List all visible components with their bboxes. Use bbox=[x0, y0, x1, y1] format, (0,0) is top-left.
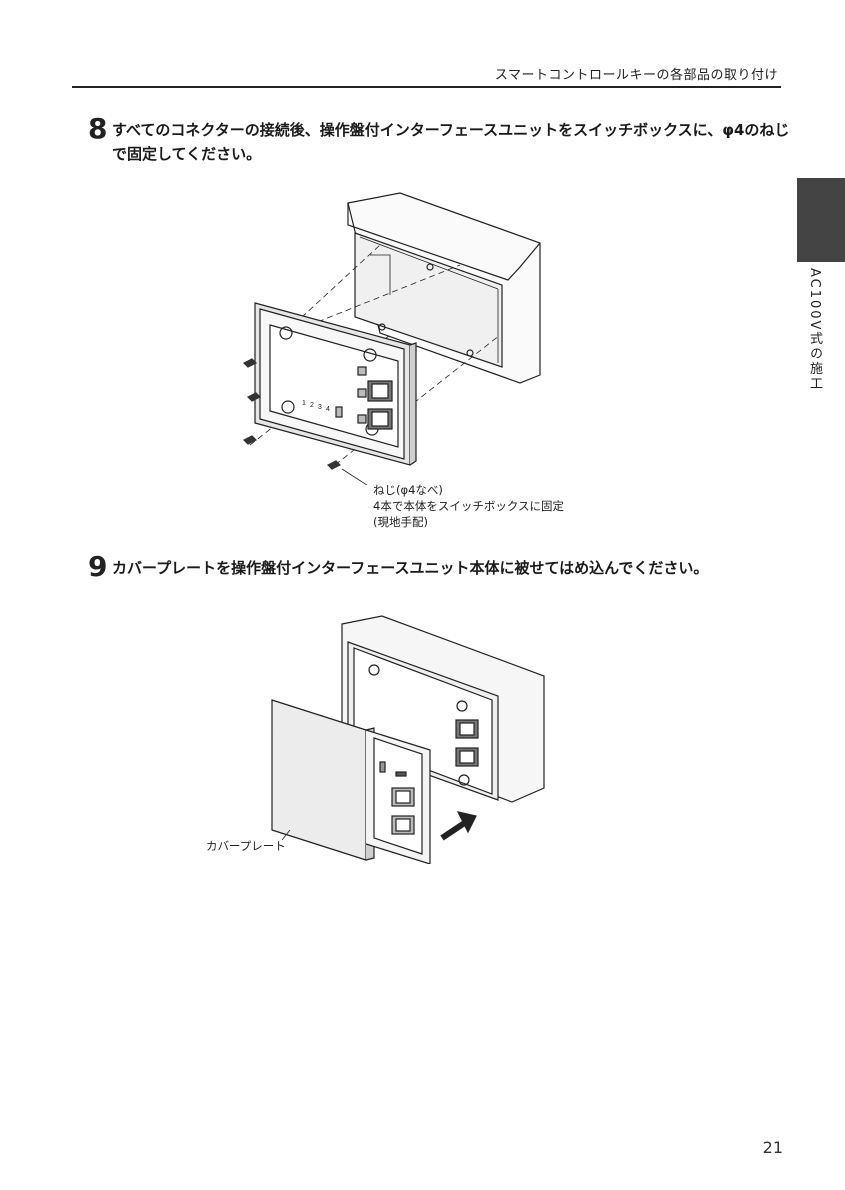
screw-note: ねじ(φ4なべ) 4本で本体をスイッチボックスに固定 (現地手配) bbox=[373, 482, 564, 530]
side-tab bbox=[797, 178, 845, 262]
screw-note-line: ねじ(φ4なべ) bbox=[373, 483, 443, 497]
header-rule bbox=[72, 86, 781, 88]
side-tab-label: AC100V式の施工 bbox=[807, 268, 822, 392]
step-instruction: すべてのコネクターの接続後、操作盤付インターフェースユニットをスイッチボックスに… bbox=[112, 121, 790, 163]
dip-label: 2 bbox=[310, 402, 314, 409]
step-number: 9 bbox=[88, 550, 108, 583]
cover-plate-label: カバープレート bbox=[206, 839, 286, 853]
dip-label: 3 bbox=[318, 404, 322, 411]
switch-box-mounting-figure: 1 2 3 4 bbox=[242, 192, 541, 485]
page-number: 21 bbox=[762, 1138, 783, 1157]
cover-plate-figure bbox=[271, 615, 545, 864]
section-title: スマートコントロールキーの各部品の取り付け bbox=[494, 68, 778, 83]
dip-label: 1 bbox=[302, 400, 306, 407]
dip-label: 4 bbox=[326, 406, 330, 413]
step-instruction: カバープレートを操作盤付インターフェースユニット本体に被せてはめ込んでください。 bbox=[112, 559, 709, 577]
step-number: 8 bbox=[88, 112, 108, 145]
screw-note-line: (現地手配) bbox=[373, 515, 428, 529]
screw-note-line: 4本で本体をスイッチボックスに固定 bbox=[373, 499, 564, 513]
